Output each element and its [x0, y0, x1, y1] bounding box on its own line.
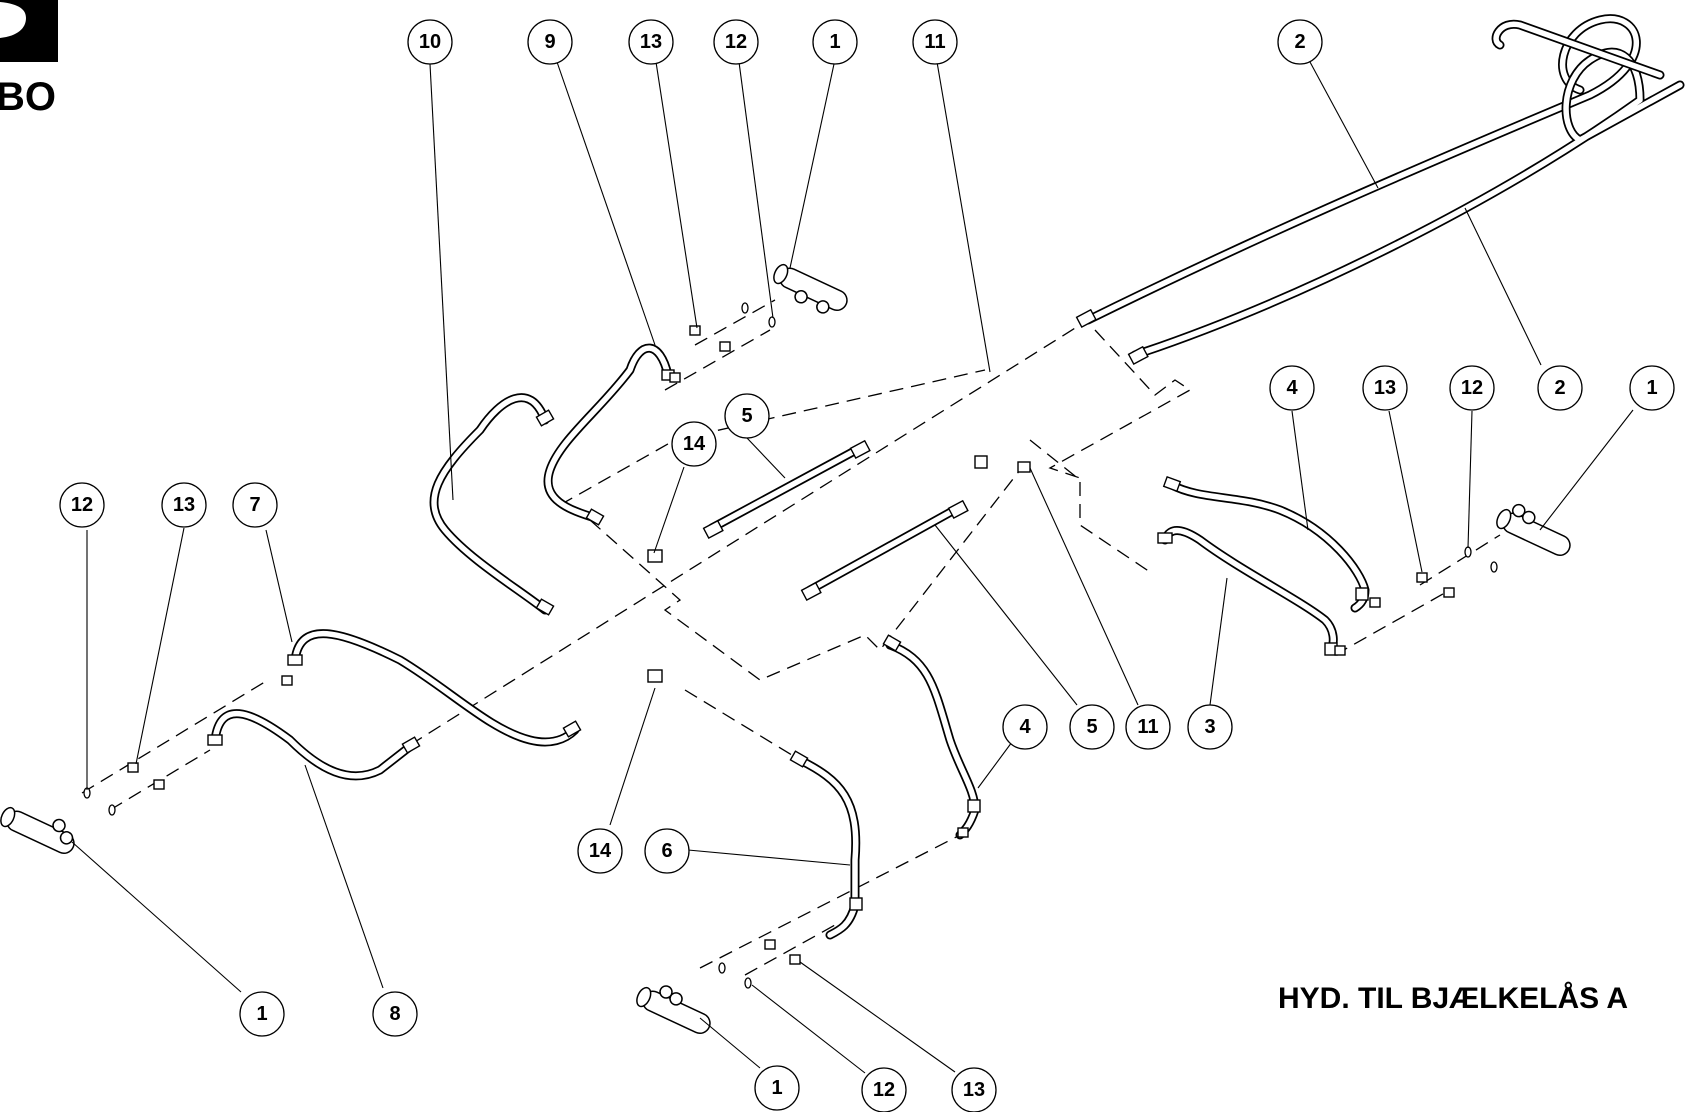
leader-lines — [71, 61, 1634, 1074]
hose-2a — [1083, 14, 1641, 325]
fittings — [127, 308, 1455, 965]
hose-10 — [429, 393, 550, 615]
logo: BO — [0, 0, 58, 119]
callout-number: 1 — [1646, 377, 1657, 399]
callout-5: 5 — [1069, 704, 1115, 750]
callout-4: 4 — [1002, 704, 1048, 750]
callout-13: 13 — [628, 19, 674, 65]
callout-number: 1 — [256, 1003, 267, 1025]
callout-number: 2 — [1554, 377, 1565, 399]
drawing-title: HYD. TIL BJÆLKELÅS A — [1278, 982, 1628, 1015]
callout-number: 12 — [873, 1079, 895, 1101]
hose-6 — [795, 755, 861, 940]
callout-number: 12 — [725, 31, 747, 53]
callout-6: 6 — [644, 828, 690, 874]
o-rings — [83, 302, 1498, 989]
hose-7 — [290, 629, 580, 747]
callout-13: 13 — [1362, 365, 1408, 411]
callout-number: 5 — [1086, 716, 1097, 738]
callout-11: 11 — [1125, 704, 1171, 750]
callout-2: 2 — [1277, 19, 1323, 65]
callout-2: 2 — [1537, 365, 1583, 411]
callout-8: 8 — [372, 991, 418, 1037]
callout-number: 10 — [419, 31, 441, 53]
callout-number: 11 — [924, 31, 945, 53]
callouts: 10 9 13 12 1 11 2 4 13 12 2 1 5 14 12 13… — [59, 19, 1675, 1112]
callout-number: 8 — [389, 1003, 400, 1025]
hoses — [210, 14, 1685, 940]
callout-number: 2 — [1294, 31, 1305, 53]
callout-14: 14 — [577, 828, 623, 874]
callout-12: 12 — [713, 19, 759, 65]
dashed-connections — [81, 299, 1501, 976]
callout-number: 13 — [1374, 377, 1396, 399]
callout-3: 3 — [1187, 704, 1233, 750]
callout-number: 5 — [741, 405, 752, 427]
callout-7: 7 — [232, 482, 278, 528]
callout-number: 6 — [661, 840, 672, 862]
callout-number: 4 — [1286, 377, 1298, 399]
hose-9 — [543, 343, 673, 523]
callout-12: 12 — [861, 1067, 907, 1112]
callout-14: 14 — [671, 421, 717, 467]
logo-text: BO — [0, 75, 56, 119]
callout-12: 12 — [1449, 365, 1495, 411]
callout-12: 12 — [59, 482, 105, 528]
callout-13: 13 — [951, 1067, 997, 1112]
cylinders — [0, 263, 1571, 1035]
callout-number: 1 — [771, 1077, 782, 1099]
callout-10: 10 — [407, 19, 453, 65]
callout-number: 7 — [249, 494, 260, 516]
callout-1: 1 — [754, 1065, 800, 1111]
hose-4a — [885, 640, 980, 840]
callout-9: 9 — [527, 19, 573, 65]
callout-number: 12 — [71, 494, 93, 516]
callout-1: 1 — [1629, 365, 1675, 411]
callout-number: 14 — [683, 433, 706, 455]
hose-3 — [1160, 526, 1338, 655]
callout-4: 4 — [1269, 365, 1315, 411]
callout-number: 11 — [1137, 716, 1158, 738]
callout-number: 12 — [1461, 377, 1483, 399]
callout-number: 13 — [173, 494, 195, 516]
callout-1: 1 — [812, 19, 858, 65]
callout-number: 13 — [963, 1079, 985, 1101]
callout-1: 1 — [239, 991, 285, 1037]
callout-number: 4 — [1019, 716, 1031, 738]
callout-number: 14 — [589, 840, 612, 862]
callout-13: 13 — [161, 482, 207, 528]
callout-number: 13 — [640, 31, 662, 53]
callout-number: 9 — [544, 31, 555, 53]
callout-number: 1 — [829, 31, 840, 53]
callout-5: 5 — [724, 393, 770, 439]
callout-11: 11 — [912, 19, 958, 65]
callout-number: 3 — [1204, 716, 1215, 738]
hose-2b — [1130, 47, 1685, 360]
